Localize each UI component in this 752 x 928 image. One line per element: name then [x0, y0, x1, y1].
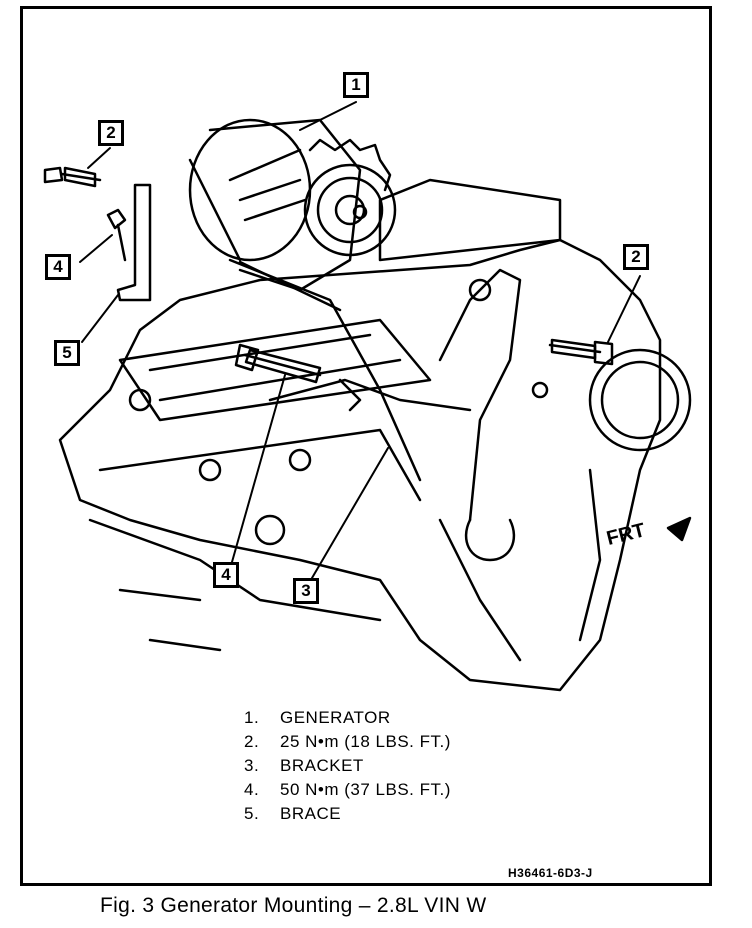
legend-number: 5.	[244, 804, 260, 823]
legend-text: 25 N•m (18 LBS. FT.)	[280, 732, 451, 751]
callout-4-lower: 4	[213, 562, 239, 588]
brace-and-bracket	[116, 183, 472, 482]
generator	[188, 118, 397, 292]
callout-3: 3	[293, 578, 319, 604]
legend-item: 2. 25 N•m (18 LBS. FT.)	[244, 730, 574, 754]
legend-item: 1. GENERATOR	[244, 706, 574, 730]
callout-4-upper: 4	[45, 254, 71, 280]
legend-number: 3.	[244, 756, 260, 775]
legend-text: BRACE	[280, 804, 342, 823]
front-arrow-icon	[666, 516, 692, 542]
stud-left	[106, 208, 127, 262]
legend-number: 1.	[244, 708, 260, 727]
figure-caption: Fig. 3 Generator Mounting – 2.8L VIN W	[100, 894, 487, 917]
bolt-right	[548, 338, 614, 366]
bolt-center	[234, 343, 322, 384]
callout-2-right: 2	[623, 244, 649, 270]
engine-block	[58, 178, 662, 692]
figure-frame	[20, 6, 712, 886]
bolt-upper-left	[43, 166, 102, 188]
parts-legend: 1. GENERATOR 2. 25 N•m (18 LBS. FT.) 3. …	[244, 706, 574, 826]
figure-code: H36461-6D3-J	[508, 866, 593, 880]
legend-number: 4.	[244, 780, 260, 799]
leader-lines	[79, 101, 641, 579]
legend-text: BRACKET	[280, 756, 364, 775]
legend-item: 4. 50 N•m (37 LBS. FT.)	[244, 778, 574, 802]
callout-2-upper: 2	[98, 120, 124, 146]
legend-text: GENERATOR	[280, 708, 391, 727]
legend-item: 5. BRACE	[244, 802, 574, 826]
callout-5: 5	[54, 340, 80, 366]
legend-number: 2.	[244, 732, 260, 751]
callout-1: 1	[343, 72, 369, 98]
legend-item: 3. BRACKET	[244, 754, 574, 778]
legend-text: 50 N•m (37 LBS. FT.)	[280, 780, 451, 799]
timing-cover	[578, 348, 692, 642]
